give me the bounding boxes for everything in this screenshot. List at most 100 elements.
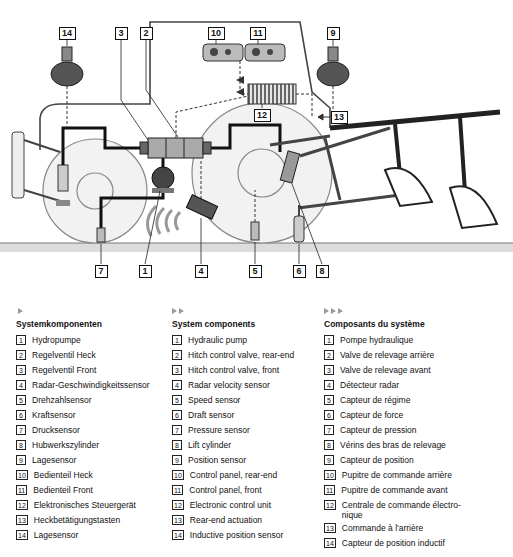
callout-number: 12 (324, 500, 336, 510)
radar-sensor (147, 206, 180, 236)
legend-entry: 3Hitch control valve, front (172, 365, 320, 375)
legend-entry: 4Détecteur radar (324, 380, 474, 390)
control-valve (166, 138, 167, 158)
callout-number: 3 (172, 365, 182, 375)
leader-line (255, 242, 256, 264)
legend-entry: 10Bedienteil Heck (16, 470, 168, 480)
callout-number: 5 (324, 395, 334, 405)
callout-box: 13 (331, 111, 348, 124)
legend-entry: 14 Inductive position sensor (172, 530, 320, 540)
callout-number: 13 (16, 515, 28, 525)
callout-number: 2 (324, 350, 334, 360)
component-name: Kraftsensor (32, 410, 75, 420)
legend-entry: 6 Draft sensor (172, 410, 320, 420)
callout-number: 2 (16, 350, 26, 360)
signal-line (67, 86, 68, 128)
callout-number: 4 (198, 266, 203, 276)
plough (385, 168, 432, 206)
legend-entry: 8Lift cylinder (172, 440, 320, 450)
callout-number: 8 (319, 266, 324, 276)
component-name: Lagesensor (34, 530, 78, 540)
wheel (43, 139, 147, 243)
signal-line (176, 96, 248, 138)
component-name: Valve de relevage arrière (340, 350, 434, 360)
control-valve (203, 142, 211, 154)
signal-line (333, 86, 334, 110)
column-heading: System components (172, 319, 255, 329)
callout-number: 13 (172, 515, 184, 525)
wheel (43, 103, 332, 243)
component-name: Lift cylinder (188, 440, 231, 450)
position-sensor (328, 47, 338, 61)
legend-entry: 6Kraftsensor (16, 410, 168, 420)
component-name: Capteur de régime (340, 395, 410, 405)
callout-number: 14 (324, 538, 336, 548)
component-name: Rear-end actuation (190, 515, 262, 525)
callout-number: 9 (324, 455, 334, 465)
component-name: Draft sensor (188, 410, 234, 420)
front-linkage (24, 140, 60, 152)
callout-number: 5 (172, 395, 182, 405)
callout-box: 5 (249, 265, 262, 278)
leader-line (145, 191, 160, 264)
hydraulic-pump (152, 188, 174, 193)
leader-line (262, 104, 263, 108)
legend-entry: 9Position sensor (172, 455, 320, 465)
callout-box: 9 (327, 27, 340, 40)
callout-number: 1 (142, 266, 147, 276)
control-panel (203, 44, 243, 61)
front-linkage (12, 132, 24, 198)
legend-entry: 3Valve de relevage avant (324, 365, 474, 375)
legend-entry: 5Drehzahlsensor (16, 395, 168, 405)
component-name: Capteur de position (340, 455, 414, 465)
control-valve (140, 138, 211, 158)
callout-number: 12 (172, 500, 184, 510)
legend-entry: 7Pressure sensor (172, 425, 320, 435)
callout-number: 13 (334, 112, 344, 122)
hydraulic-line (63, 128, 148, 165)
callout-box: 10 (208, 27, 225, 40)
pressure-sensor (97, 228, 105, 242)
leader-line (258, 40, 259, 44)
callout-number: 1 (172, 335, 182, 345)
callout-number: 14 (172, 530, 184, 540)
callout-number: 3 (118, 28, 123, 38)
leader-line (201, 218, 202, 264)
hydraulic-line (203, 125, 280, 152)
callout-box: 2 (140, 27, 153, 40)
wheel (77, 173, 113, 209)
callout-box: 12 (254, 109, 271, 122)
component-name: Vérins des bras de relevage (340, 440, 446, 450)
component-name: Speed sensor (188, 395, 240, 405)
callout-box: 3 (115, 27, 128, 40)
wheel (192, 103, 332, 243)
callout-number: 4 (172, 380, 182, 390)
component-name: Centrale de commande électro- nique (342, 500, 474, 520)
callout-number: 6 (172, 410, 182, 420)
component-name: Inductive position sensor (190, 530, 284, 540)
legend-entry: 8 Vérins des bras de relevage (324, 440, 474, 450)
signal-line (255, 190, 256, 222)
legend-entry: 5 Speed sensor (172, 395, 320, 405)
callout-number: 10 (324, 470, 336, 480)
component-name: Regelventil Front (32, 365, 96, 375)
callout-box: 14 (59, 27, 76, 40)
callout-number: 10 (172, 470, 184, 480)
control-panel (267, 49, 273, 55)
component-name: Capteur de pression (340, 425, 417, 435)
legend-entry: 7Drucksensor (16, 425, 168, 435)
legend-entry: 14Capteur de position inductif (324, 538, 474, 548)
ground-soil (0, 243, 513, 252)
front-linkage (56, 200, 70, 206)
callout-number: 9 (16, 455, 26, 465)
speed-sensor (251, 222, 259, 240)
draft-sensor (294, 216, 304, 242)
callout-number: 8 (324, 440, 334, 450)
component-name: Valve de relevage avant (340, 365, 431, 375)
ground-soil (0, 243, 513, 252)
position-sensor (62, 47, 72, 61)
callout-number: 13 (324, 523, 336, 533)
leader-line (146, 40, 178, 137)
callout-number: 12 (257, 110, 267, 120)
rear-linkage (298, 195, 400, 208)
